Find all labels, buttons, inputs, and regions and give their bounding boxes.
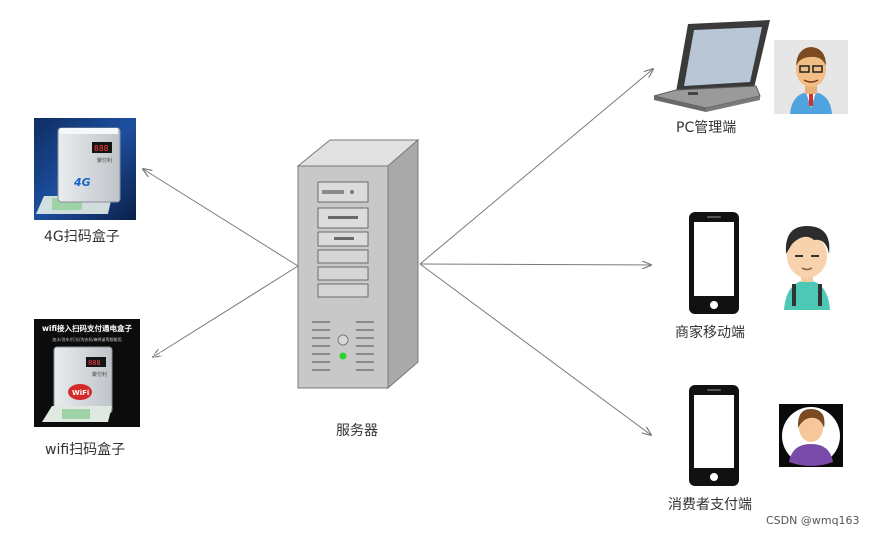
consumer-avatar-icon — [779, 404, 843, 467]
scan-box-wifi-image: wifi接入扫码支付通电盒子 加水/洗车/打光/洗衣机/麻将桌等都能用 888 … — [34, 319, 165, 427]
svg-text:888: 888 — [88, 359, 101, 367]
label-wifi-scan-box: wifi扫码盒子 — [45, 442, 126, 458]
badge-wifi: WiFi — [72, 389, 89, 397]
laptop-icon — [653, 20, 770, 112]
arrow-server-to-merchant — [419, 264, 651, 265]
merchant-avatar-icon — [784, 226, 830, 310]
arrow-server-to-wifi-box — [153, 265, 299, 357]
wifi-box-subbanner: 加水/洗车/打光/洗衣机/麻将桌等都能用 — [52, 336, 121, 342]
merchant-phone-icon — [689, 212, 739, 314]
label-consumer-payment: 消费者支付端 — [668, 497, 752, 513]
scan-box-4g-image: 888 聚付利 4G — [34, 118, 136, 220]
device-brand-text-4g: 聚付利 — [97, 157, 112, 164]
wifi-box-banner: wifi接入扫码支付通电盒子 — [42, 323, 133, 333]
badge-4g: 4G — [73, 176, 91, 189]
server-icon — [296, 138, 420, 390]
device-brand-text-wifi: 聚付利 — [92, 371, 107, 378]
arrow-server-to-consumer — [419, 263, 651, 435]
consumer-phone-icon — [689, 385, 739, 486]
label-server: 服务器 — [336, 423, 378, 439]
arrow-server-to-pc — [419, 69, 653, 265]
arrow-server-to-4g-box — [143, 169, 299, 267]
csdn-watermark: CSDN @wmq163 — [766, 514, 860, 527]
label-4g-scan-box: 4G扫码盒子 — [44, 229, 120, 245]
label-merchant-mobile: 商家移动端 — [675, 325, 745, 341]
svg-text:888: 888 — [94, 144, 109, 153]
admin-avatar-icon — [774, 40, 848, 114]
label-pc-admin: PC管理端 — [676, 120, 737, 136]
